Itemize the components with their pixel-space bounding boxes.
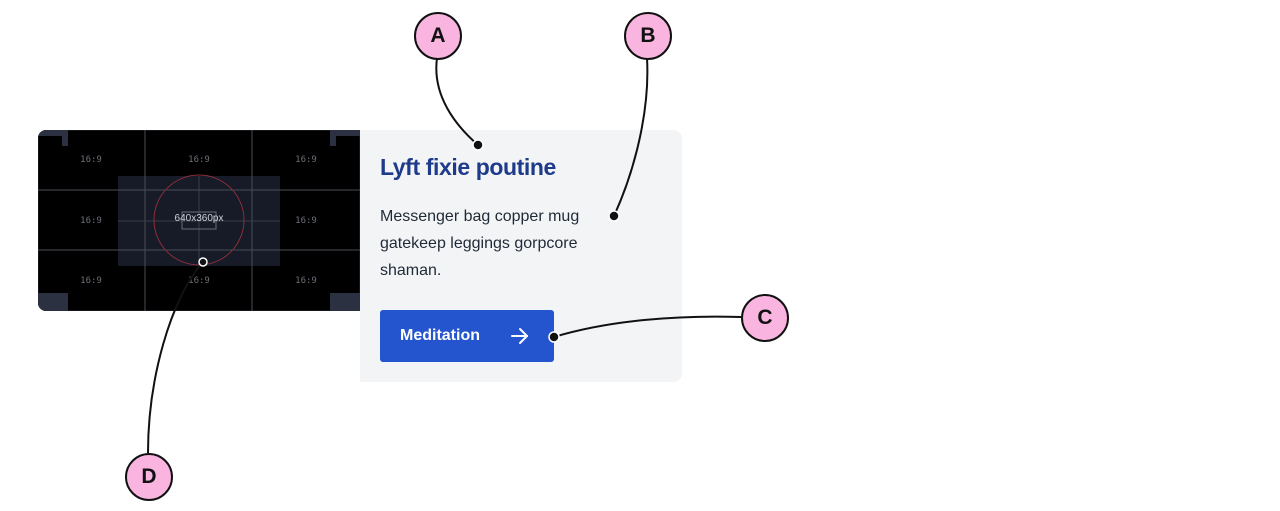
callout-a: A (414, 12, 462, 60)
arrow-right-icon (511, 328, 528, 344)
card-description: Messenger bag copper mug gatekeep leggin… (380, 208, 580, 279)
placeholder-grid (38, 130, 360, 311)
callout-c: C (741, 294, 789, 342)
meditation-button[interactable]: Meditation (380, 310, 554, 362)
aspect-ratio-label: 16:9 (295, 216, 317, 226)
aspect-ratio-label: 16:9 (80, 216, 102, 226)
aspect-ratio-label: 16:9 (295, 155, 317, 165)
card-image-placeholder: 16:9 16:9 16:9 16:9 16:9 16:9 16:9 16:9 … (38, 130, 360, 311)
meditation-button-label: Meditation (400, 327, 480, 344)
aspect-ratio-label: 16:9 (188, 155, 210, 165)
callout-d: D (125, 453, 173, 501)
callout-b: B (624, 12, 672, 60)
aspect-ratio-label: 16:9 (80, 276, 102, 286)
image-size-label: 640x360px (174, 213, 224, 224)
aspect-ratio-label: 16:9 (295, 276, 317, 286)
card-body: Lyft fixie poutine Messenger bag copper … (360, 130, 682, 382)
aspect-ratio-label: 16:9 (80, 155, 102, 165)
aspect-ratio-label: 16:9 (188, 276, 210, 286)
card-title: Lyft fixie poutine (380, 154, 556, 180)
